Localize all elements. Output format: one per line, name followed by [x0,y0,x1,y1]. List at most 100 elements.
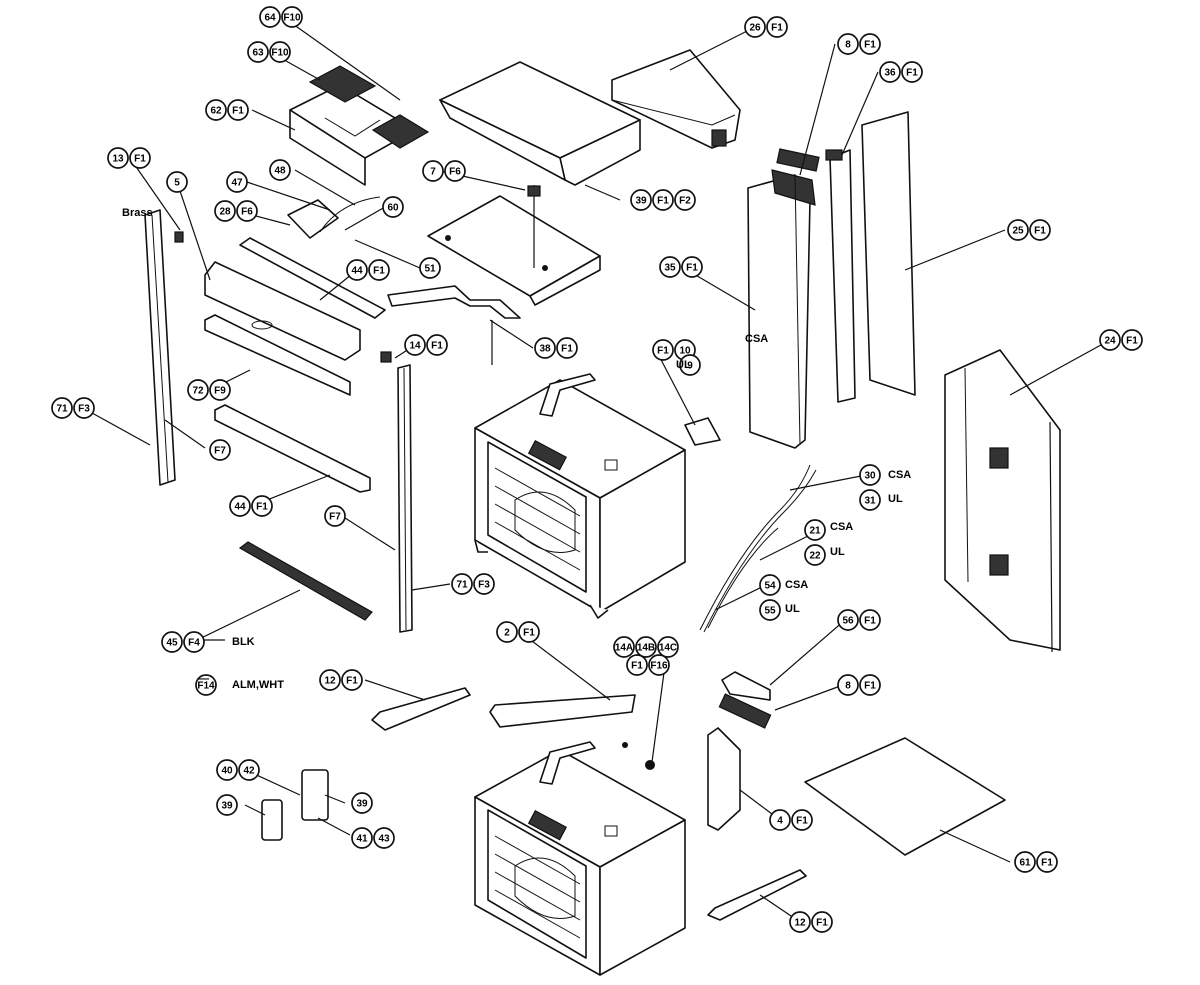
callout-circle [107,147,129,169]
callout-circle [859,609,881,631]
callout-circle [195,674,217,696]
callout-circle [161,631,183,653]
alm-wht-label: ALM,WHT [232,679,284,691]
callout-circle [183,631,205,653]
callout-circle [426,334,448,356]
callout-c48: 48 [269,159,291,181]
callout-text: 72 [192,386,204,397]
callout-text: 71 [56,404,68,415]
callout-c30: 30 [859,464,881,486]
callout-circle [226,171,248,193]
callout-c8-f1-bottom: 8 F1 [837,674,881,696]
callout-text: F1 [657,196,669,207]
callout-circle [766,16,788,38]
callout-text: F10 [271,48,289,59]
callout-c31: 31 [859,489,881,511]
callout-text: 26 [749,23,761,34]
callout-circle [674,189,696,211]
side-panel-35 [747,169,816,449]
callout-text: 8 [845,40,851,51]
callout-circle [451,573,473,595]
callout-text: F1 [232,106,244,117]
callout-circle [444,160,466,182]
callout-circle [382,196,404,218]
callout-text: 56 [842,616,854,627]
csa-label-54: CSA [785,579,808,591]
callout-circle [859,464,881,486]
callout-text: F1 [686,263,698,274]
callout-circle [324,505,346,527]
callout-circle [837,33,859,55]
blk-label: BLK [232,636,255,648]
callout-circle [1007,219,1029,241]
callout-text: 2 [504,628,510,639]
callout-text: 38 [539,344,551,355]
callout-circle [652,189,674,211]
lower-oven-cavity [474,741,686,976]
callout-circle [811,911,833,933]
control-panel-trim [204,237,386,493]
callout-text: F1 [346,676,358,687]
callout-circle [227,99,249,121]
ul-label-31: UL [888,493,903,505]
callout-circle [759,599,781,621]
callout-c22: 22 [804,544,826,566]
callout-text: 62 [210,106,222,117]
callout-circle [1099,329,1121,351]
callout-text: F1 [796,816,808,827]
callout-text: F3 [478,580,490,591]
callout-text: F1 [864,40,876,51]
top-vent-box [439,61,641,186]
callout-text: 8 [845,681,851,692]
callout-circle [789,911,811,933]
callout-circle [351,827,373,849]
callout-text: 44 [351,266,363,277]
callout-text: 24 [1104,336,1116,347]
callout-f7-2: F7 [324,505,346,527]
callout-circle [236,200,258,222]
side-panel-24 [944,349,1061,653]
callout-c12-f1-left: 12 F1 [319,669,363,691]
callout-circle [373,827,395,849]
callout-text: 12 [794,918,806,929]
callout-text: 14 [409,341,421,352]
callout-text: F1 [864,681,876,692]
callout-circle [51,397,73,419]
callout-text: 39 [356,799,368,810]
callout-c14: F14 [195,674,217,696]
callout-circle [837,609,859,631]
callout-text: 44 [234,502,246,513]
callout-text: F2 [679,196,691,207]
callout-circle [626,654,648,676]
callout-text: 40 [221,766,233,777]
callout-text: F4 [188,638,200,649]
callout-circle [681,256,703,278]
callout-circle [648,654,670,676]
callout-circle [630,189,652,211]
callout-text: F16 [650,661,668,672]
callout-circle [238,759,260,781]
brass-label: Brass [122,207,153,219]
callout-circle [804,519,826,541]
callout-circle [1036,851,1058,873]
ul-label-55: UL [785,603,800,615]
callout-c47: 47 [226,171,248,193]
callout-circle [269,159,291,181]
callout-text: F1 [561,344,573,355]
callout-text: F1 [431,341,443,352]
small-parts [261,148,820,921]
callout-circle [341,669,363,691]
left-side-trim [144,209,184,486]
callout-text: 12 [324,676,336,687]
